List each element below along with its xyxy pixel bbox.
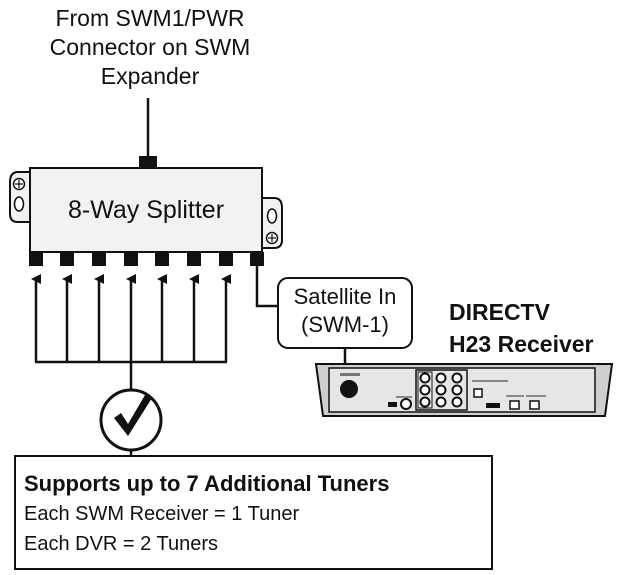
left-mounting-ear: [9, 171, 31, 223]
splitter-port: [250, 252, 264, 266]
splitter-port: [155, 252, 169, 266]
splitter-port: [29, 252, 43, 266]
info-title: Supports up to 7 Additional Tuners: [24, 471, 390, 496]
info-line-swm-receiver: Each SWM Receiver = 1 Tuner: [24, 503, 300, 525]
power-connector: [139, 156, 157, 168]
swm-cable-line: [255, 266, 278, 308]
splitter-port: [187, 252, 201, 266]
tuner-arrows: [31, 274, 231, 362]
splitter-port: [219, 252, 233, 266]
receiver-title: DIRECTV H23 Receiver: [449, 299, 594, 357]
splitter-ports: [29, 252, 264, 266]
splitter-label: 8-Way Splitter: [67, 196, 225, 224]
satellite-in-port: [340, 380, 358, 398]
receiver-unit: [314, 363, 614, 417]
right-mounting-ear: [261, 197, 283, 249]
checkmark-icon: [99, 388, 163, 452]
splitter-body: [29, 167, 263, 253]
splitter-port: [124, 252, 138, 266]
tuner-info-box: Supports up to 7 Additional Tuners Each …: [14, 455, 493, 570]
power-source-label: From SWM1/PWR Connector on SWM Expander: [49, 5, 251, 89]
info-line-dvr: Each DVR = 2 Tuners: [24, 533, 218, 555]
splitter-port: [60, 252, 74, 266]
satellite-in-label: Satellite In (SWM-1): [293, 284, 397, 337]
splitter-port: [92, 252, 106, 266]
